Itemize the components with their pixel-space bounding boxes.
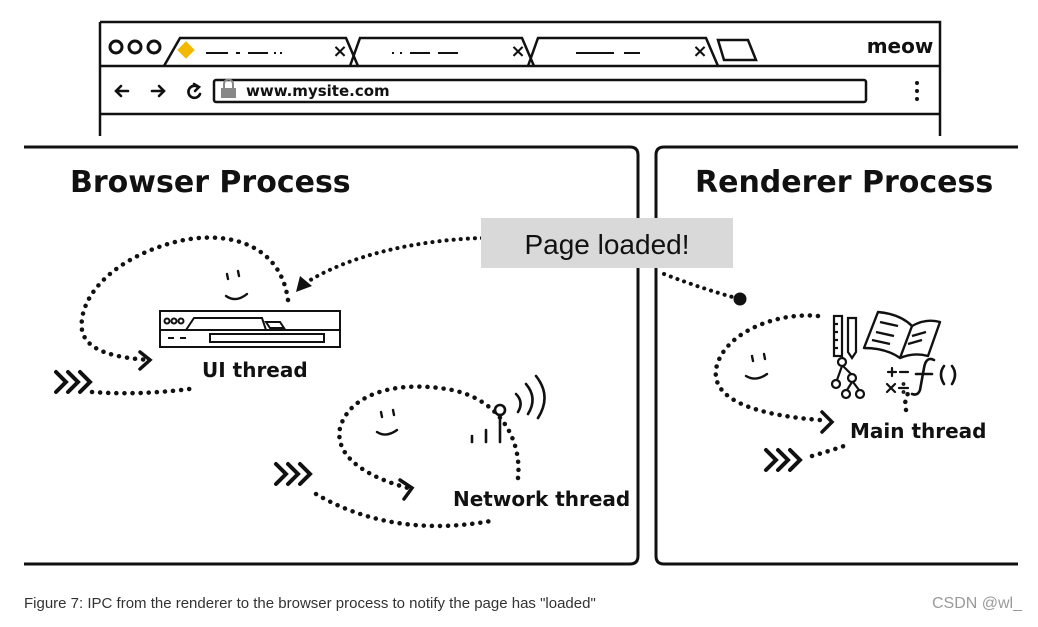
favicon-diamond-icon <box>177 41 195 59</box>
address-bar-url: www.mysite.com <box>246 82 390 100</box>
ui-thread-arrow <box>138 350 153 371</box>
math-symbols-icon <box>885 366 910 394</box>
chevrons-icon <box>54 370 93 394</box>
figure-caption: Figure 7: IPC from the renderer to the b… <box>24 595 596 612</box>
tab-3[interactable] <box>526 36 720 67</box>
lock-icon <box>221 78 236 98</box>
browser-window <box>98 20 942 136</box>
chevrons-icon <box>274 462 313 486</box>
forward-arrow-icon[interactable] <box>150 84 166 98</box>
mini-browser-window <box>159 310 341 348</box>
pencil-icon <box>846 316 858 360</box>
browser-process-title: Browser Process <box>70 165 351 200</box>
tree-icon <box>830 356 866 400</box>
reload-icon[interactable] <box>187 82 202 100</box>
book-icon <box>862 310 942 360</box>
main-thread-loop <box>713 313 913 459</box>
chevrons-icon <box>764 448 803 472</box>
smiley-icon <box>744 352 769 380</box>
page-loaded-message-label: Page loaded! <box>524 229 689 260</box>
ui-thread-loop <box>79 235 291 396</box>
ruler-icon <box>832 314 844 358</box>
tab-2[interactable] <box>348 36 536 67</box>
network-thread-arrow <box>398 478 415 501</box>
kebab-menu-icon[interactable] <box>915 81 919 101</box>
ipc-arrowhead <box>296 276 312 292</box>
renderer-process-panel <box>654 145 1018 566</box>
ipc-message-path <box>302 236 738 300</box>
new-tab-icon[interactable] <box>716 38 758 62</box>
main-thread-arrow <box>820 410 835 434</box>
function-icon <box>910 357 957 396</box>
network-thread-label: Network thread <box>453 487 630 511</box>
address-bar[interactable] <box>212 78 868 104</box>
tab-strip <box>162 36 720 67</box>
ui-thread-label: UI thread <box>202 358 308 382</box>
watermark: CSDN @wl_ <box>931 595 1022 612</box>
smiley-icon <box>375 408 399 436</box>
tab-close-2[interactable]: × <box>510 41 525 62</box>
ipc-source-dot <box>733 292 747 306</box>
page-loaded-message-box <box>481 218 733 268</box>
browser-process-panel <box>24 145 640 566</box>
network-thread-loop <box>313 384 521 529</box>
tab-active[interactable] <box>162 36 360 67</box>
antenna-icon <box>470 374 546 444</box>
renderer-process-title: Renderer Process <box>695 165 993 200</box>
back-arrow-icon[interactable] <box>114 84 130 98</box>
window-controls-icon[interactable] <box>108 39 162 55</box>
smiley-icon <box>224 269 249 301</box>
tab-close-3[interactable]: × <box>692 41 707 62</box>
tab-close-1[interactable]: × <box>332 41 347 62</box>
main-thread-label: Main thread <box>850 419 987 443</box>
browser-brand: meow <box>867 34 934 58</box>
